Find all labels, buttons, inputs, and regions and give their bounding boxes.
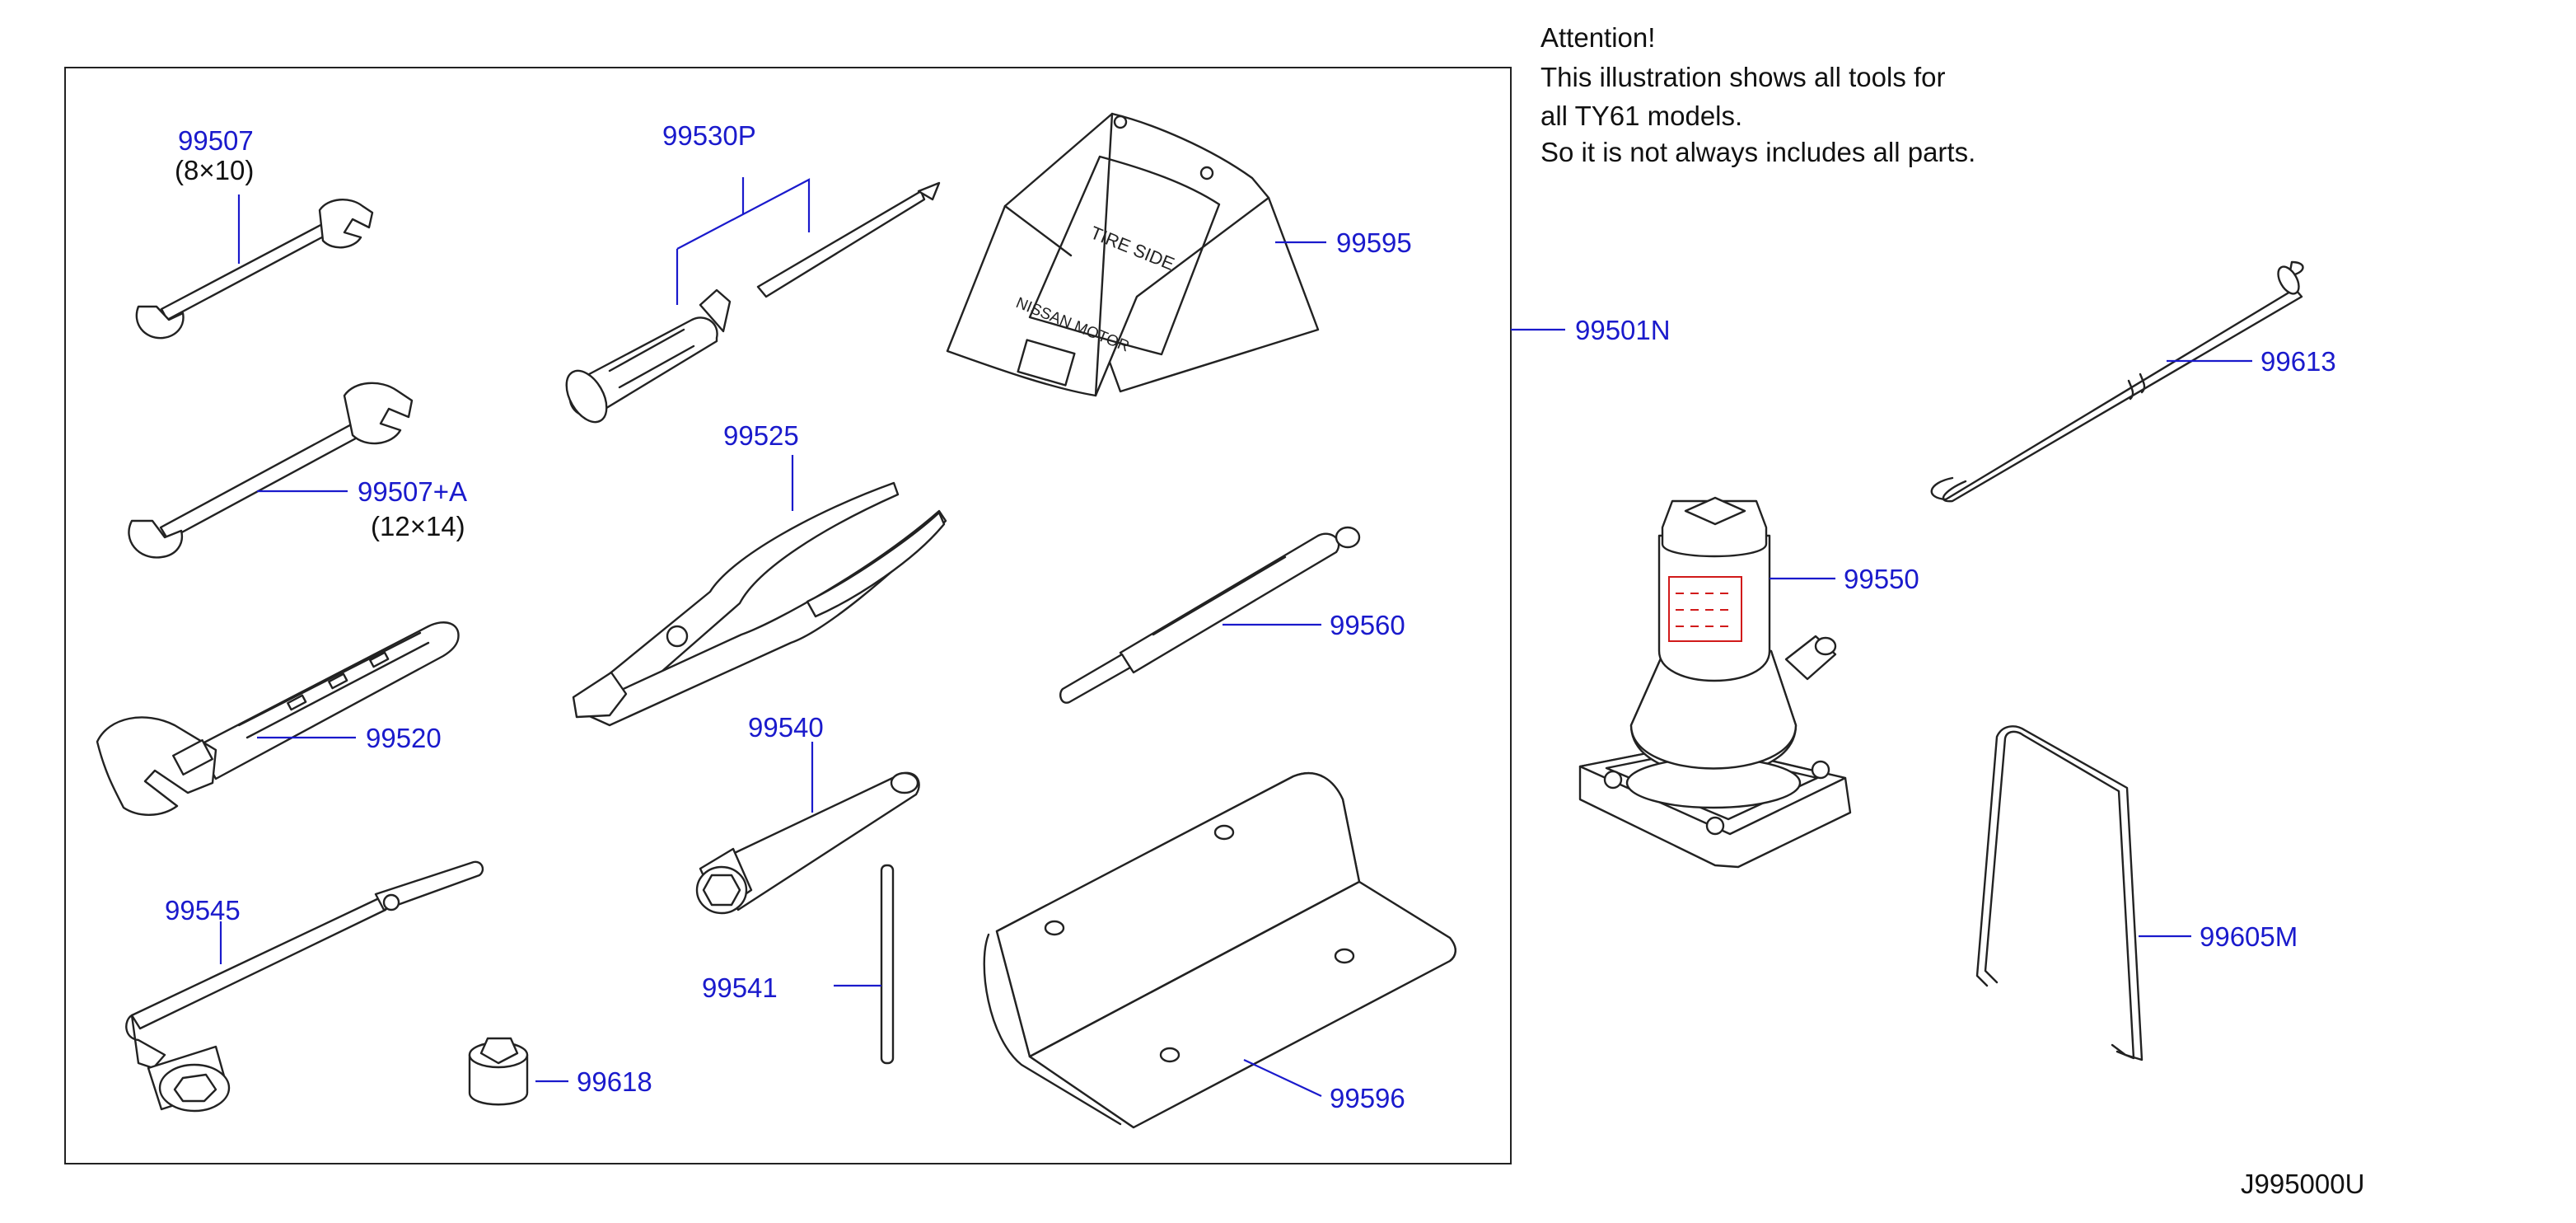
tool-kit-frame	[64, 67, 1512, 1164]
part-number-99560: 99560	[1330, 610, 1405, 640]
attention-line-3: So it is not always includes all parts.	[1540, 137, 1975, 167]
part-number-99541: 99541	[702, 972, 778, 1003]
attention-line-2: all TY61 models.	[1540, 101, 1742, 131]
diagram-code: J995000U	[2241, 1169, 2364, 1199]
part-number-99550: 99550	[1844, 564, 1919, 594]
leader-99596	[1243, 1059, 1322, 1097]
attention-line-1: This illustration shows all tools for	[1540, 62, 1946, 92]
part-number-99540: 99540	[748, 712, 824, 743]
pliers-icon	[572, 481, 947, 727]
part-number-99596: 99596	[1330, 1083, 1405, 1113]
wrench-12x14-icon	[128, 382, 414, 559]
part-size-99507A: (12×14)	[371, 511, 465, 541]
bar-icon	[880, 864, 895, 1065]
bottle-jack-icon	[1578, 496, 1852, 869]
part-number-99525: 99525	[723, 420, 799, 451]
wheel-chock-icon: TIRE SIDE NISSAN MOTOR	[946, 112, 1320, 397]
part-number-99613: 99613	[2260, 346, 2336, 377]
leader-99530P	[676, 177, 811, 305]
jack-handle-icon	[1930, 260, 2304, 503]
part-number-99595: 99595	[1336, 227, 1412, 258]
box-socket-icon	[695, 771, 920, 915]
hook-icon	[1975, 725, 2144, 1061]
part-number-99605M: 99605M	[2200, 921, 2298, 952]
wrench-8x10-icon	[135, 199, 374, 340]
wheel-nut-wrench-icon	[125, 860, 484, 1113]
part-number-99507: 99507	[178, 125, 254, 156]
part-number-99545: 99545	[165, 895, 241, 925]
part-number-99530P: 99530P	[662, 120, 756, 151]
jack-label-icon	[1668, 576, 1742, 642]
attention-heading: Attention!	[1540, 22, 1655, 53]
part-size-99507: (8×10)	[175, 155, 254, 185]
adjustable-wrench-icon	[96, 621, 460, 816]
tool-bag-icon	[983, 771, 1456, 1129]
screwdriver-icon	[565, 181, 941, 424]
part-number-99507A: 99507+A	[358, 476, 467, 507]
tire-gauge-icon	[1059, 526, 1361, 704]
part-number-99618: 99618	[577, 1066, 652, 1097]
part-number-99520: 99520	[366, 723, 442, 753]
cap-icon	[468, 1037, 529, 1106]
part-number-99501N: 99501N	[1575, 315, 1671, 345]
